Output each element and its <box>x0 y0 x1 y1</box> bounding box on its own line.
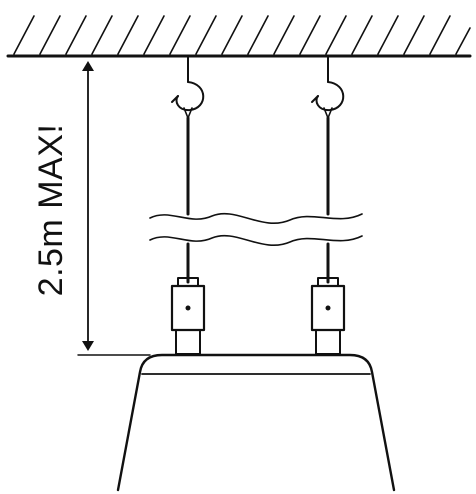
dimension-label: 2.5m MAX! <box>32 124 70 297</box>
left-wire-gripper-icon <box>170 277 206 355</box>
right-suspension <box>310 55 346 355</box>
ceiling <box>6 15 472 58</box>
right-ceiling-hook-icon <box>311 55 345 119</box>
height-dimension: 2.5m MAX! <box>32 61 151 356</box>
ceiling-hatching <box>13 15 471 55</box>
light-fixture-icon <box>116 353 396 492</box>
right-wire-gripper-icon <box>310 277 346 355</box>
left-ceiling-hook-icon <box>171 55 205 119</box>
left-suspension <box>170 55 206 355</box>
wire-break-symbol <box>149 212 363 247</box>
